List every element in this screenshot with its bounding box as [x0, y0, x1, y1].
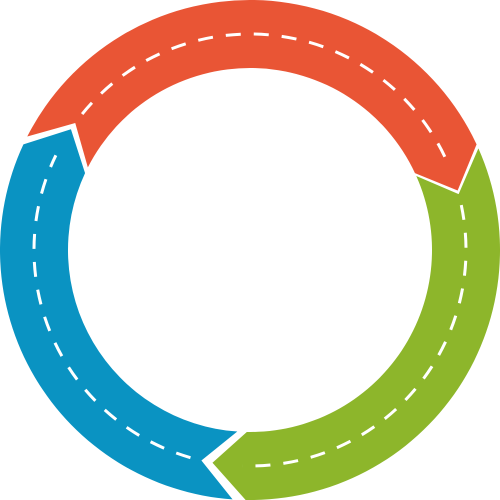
segment-top-dashes [80, 32, 449, 163]
segment-right [212, 148, 500, 500]
segment-left-dashes [32, 154, 191, 460]
segment-left-arrow [0, 129, 238, 500]
segment-right-dashes [242, 204, 468, 468]
segment-left [0, 129, 238, 500]
segment-right-arrow [212, 148, 500, 500]
segment-top-arrow [27, 0, 477, 191]
segment-top [27, 0, 477, 191]
